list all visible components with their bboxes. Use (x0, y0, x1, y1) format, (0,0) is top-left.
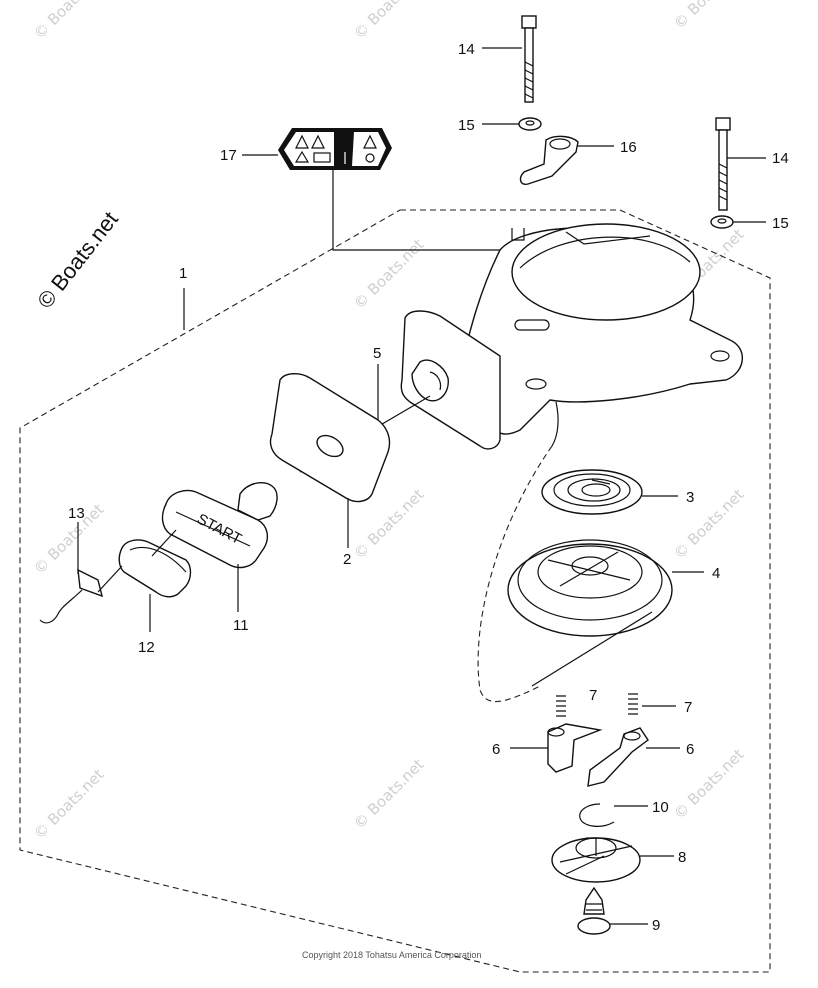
center-screw (577, 886, 611, 935)
callout-7: 7 (589, 687, 597, 704)
callout-3: 3 (686, 489, 694, 506)
callouts: 14 15 16 17 14 15 1 5 3 2 4 11 12 13 7 7… (68, 41, 789, 934)
rope-guide-plate (269, 373, 391, 503)
callout-13: 13 (68, 505, 85, 522)
callout-12: 12 (138, 639, 155, 656)
starter-reel (507, 539, 673, 687)
callout-2: 2 (343, 551, 351, 568)
watermark-text: © Boats.net (670, 0, 748, 33)
watermark-text: © Boats.net (350, 0, 428, 43)
callout-9: 9 (652, 917, 660, 934)
starter-handle: START (161, 482, 278, 569)
callout-11: 11 (233, 617, 249, 634)
assembly-outline (19, 209, 771, 973)
hook-clip (39, 565, 123, 624)
callout-1: 1 (179, 265, 187, 282)
ratchet-plate (551, 837, 641, 883)
callout-6: 6 (492, 741, 500, 758)
brand-label: © Boats.net (32, 207, 123, 313)
watermark-layer: © Boats.net © Boats.net © Boats.net © Bo… (30, 0, 748, 843)
warning-label (278, 128, 392, 170)
recoil-spring (541, 469, 643, 515)
starter-case (459, 223, 744, 435)
pawl-spring (556, 693, 638, 717)
watermark-text: © Boats.net (30, 765, 108, 843)
callout-5: 5 (373, 345, 381, 362)
callout-14: 14 (458, 41, 475, 58)
bracket (519, 135, 579, 186)
mounting-bolt (521, 15, 731, 211)
rope-end (551, 401, 559, 447)
callout-7: 7 (684, 699, 692, 716)
ratchet-pawl (547, 723, 649, 787)
callout-10: 10 (652, 799, 669, 816)
leader-lines (77, 47, 766, 925)
callout-17: 17 (220, 147, 237, 164)
watermark-text: © Boats.net (350, 235, 428, 313)
callout-8: 8 (678, 849, 686, 866)
copyright-text: Copyright 2018 Tohatsu America Corporati… (302, 950, 481, 960)
callout-4: 4 (712, 565, 720, 582)
callout-15: 15 (458, 117, 475, 134)
rope-routing (477, 445, 553, 703)
callout-6: 6 (686, 741, 694, 758)
callout-16: 16 (620, 139, 637, 156)
rope-guide (400, 310, 501, 450)
rope-holder (118, 529, 192, 598)
callout-14: 14 (772, 150, 789, 167)
callout-15: 15 (772, 215, 789, 232)
watermark-text: © Boats.net (350, 755, 428, 833)
watermark-text: © Boats.net (30, 0, 108, 43)
circlip (579, 803, 615, 827)
watermark-text: © Boats.net (670, 485, 748, 563)
watermark-text: © Boats.net (670, 745, 748, 823)
